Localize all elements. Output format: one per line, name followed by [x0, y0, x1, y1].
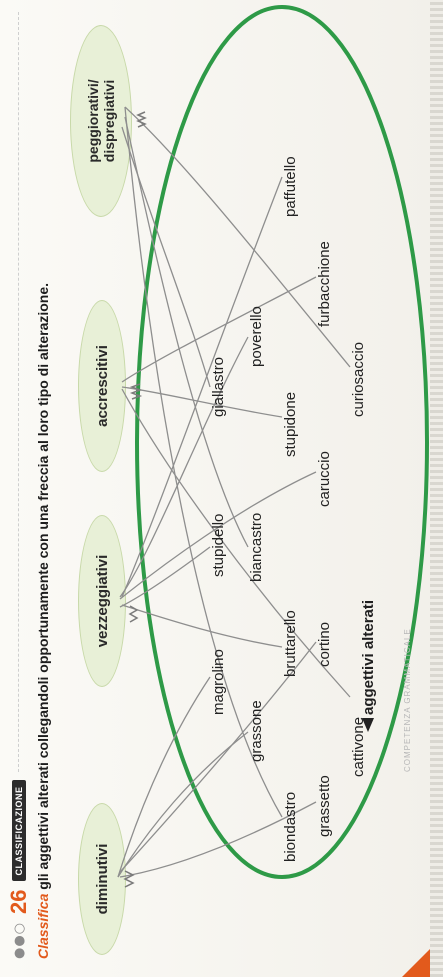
footer-section-title: COMPETENZA GRAMMATICALE [403, 628, 412, 772]
arrow-cattivone [121, 388, 351, 698]
arrow-bruttarello [121, 604, 283, 648]
tally-diminutivi [123, 870, 135, 888]
arrow-paffutello [121, 176, 283, 598]
word-caruccio[interactable]: caruccio [316, 451, 333, 507]
tally-vezzeggiativi [128, 605, 139, 623]
arrow-biancastro [124, 116, 249, 548]
word-curiosaccio[interactable]: curiosaccio [350, 341, 367, 417]
word-grassone[interactable]: grassone [248, 700, 265, 762]
word-furbacchione[interactable]: furbacchione [316, 241, 333, 327]
page-footer-stripe [430, 0, 443, 977]
arrow-magrolino [117, 676, 211, 878]
arrow-giallastro [121, 126, 211, 388]
word-giallastro[interactable]: giallastro [210, 356, 227, 417]
tally-peggiorativi [136, 111, 147, 128]
pencil-tally-marks [123, 111, 147, 888]
tally-accrescitivi [129, 383, 143, 400]
word-paffutello[interactable]: paffutello [282, 156, 299, 217]
arrow-grassone [117, 731, 249, 878]
word-poverello[interactable]: poverello [248, 306, 265, 367]
arrow-curiosaccio [124, 106, 351, 368]
arrow-grassetto [119, 801, 317, 878]
word-stupidello[interactable]: stupidello [210, 513, 227, 577]
word-magrolino[interactable]: magrolino [210, 649, 227, 715]
word-cattivone[interactable]: cattivone [350, 716, 367, 777]
arrow-stupidello [119, 546, 211, 608]
word-biancastro[interactable]: biancastro [248, 512, 265, 582]
word-biondastro[interactable]: biondastro [282, 791, 299, 862]
word-bruttarello[interactable]: bruttarello [282, 610, 299, 677]
arrow-cortino [119, 641, 317, 873]
arrow-stupidone [121, 386, 283, 418]
adjectives-ellipse [135, 5, 429, 879]
word-grassetto[interactable]: grassetto [316, 775, 333, 837]
ellipse-label: aggettivi alterati [360, 599, 377, 715]
word-stupidone[interactable]: stupidone [282, 391, 299, 457]
ellipse-label-arrowhead [362, 718, 374, 732]
word-cortino[interactable]: cortino [316, 621, 333, 667]
arrow-caruccio [119, 471, 317, 600]
arrow-biondastro [124, 106, 283, 818]
